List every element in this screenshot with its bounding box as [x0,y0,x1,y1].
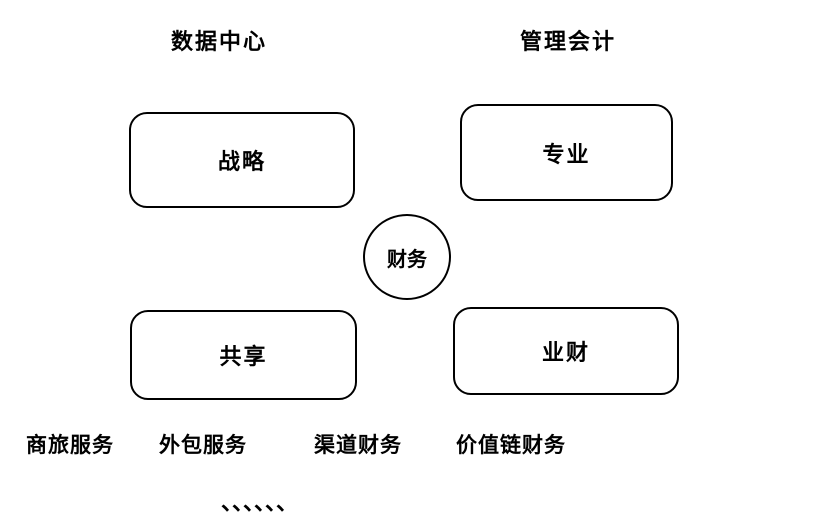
header-label-management-accounting: 管理会计 [520,29,617,54]
center-circle-finance: 财务 [363,214,451,300]
box-business-finance-label: 业财 [541,340,590,365]
box-sharing-label: 共享 [219,344,268,369]
bottom-label-outsourcing-service: 外包服务 [159,434,247,457]
box-business-finance: 业财 [453,307,679,395]
box-sharing: 共享 [130,310,357,400]
center-circle-finance-label: 财务 [387,248,427,271]
header-label-data-center: 数据中心 [171,29,268,54]
box-professional: 专业 [460,104,673,201]
box-strategy: 战略 [129,112,355,208]
bottom-label-value-chain-finance: 价值链财务 [456,434,566,457]
box-professional-label: 专业 [542,141,591,167]
ellipsis-commas: 、、、、、、 [221,490,299,515]
bottom-label-channel-finance: 渠道财务 [314,434,402,457]
box-strategy-label: 战略 [217,149,266,174]
bottom-label-business-travel-service: 商旅服务 [26,434,114,457]
